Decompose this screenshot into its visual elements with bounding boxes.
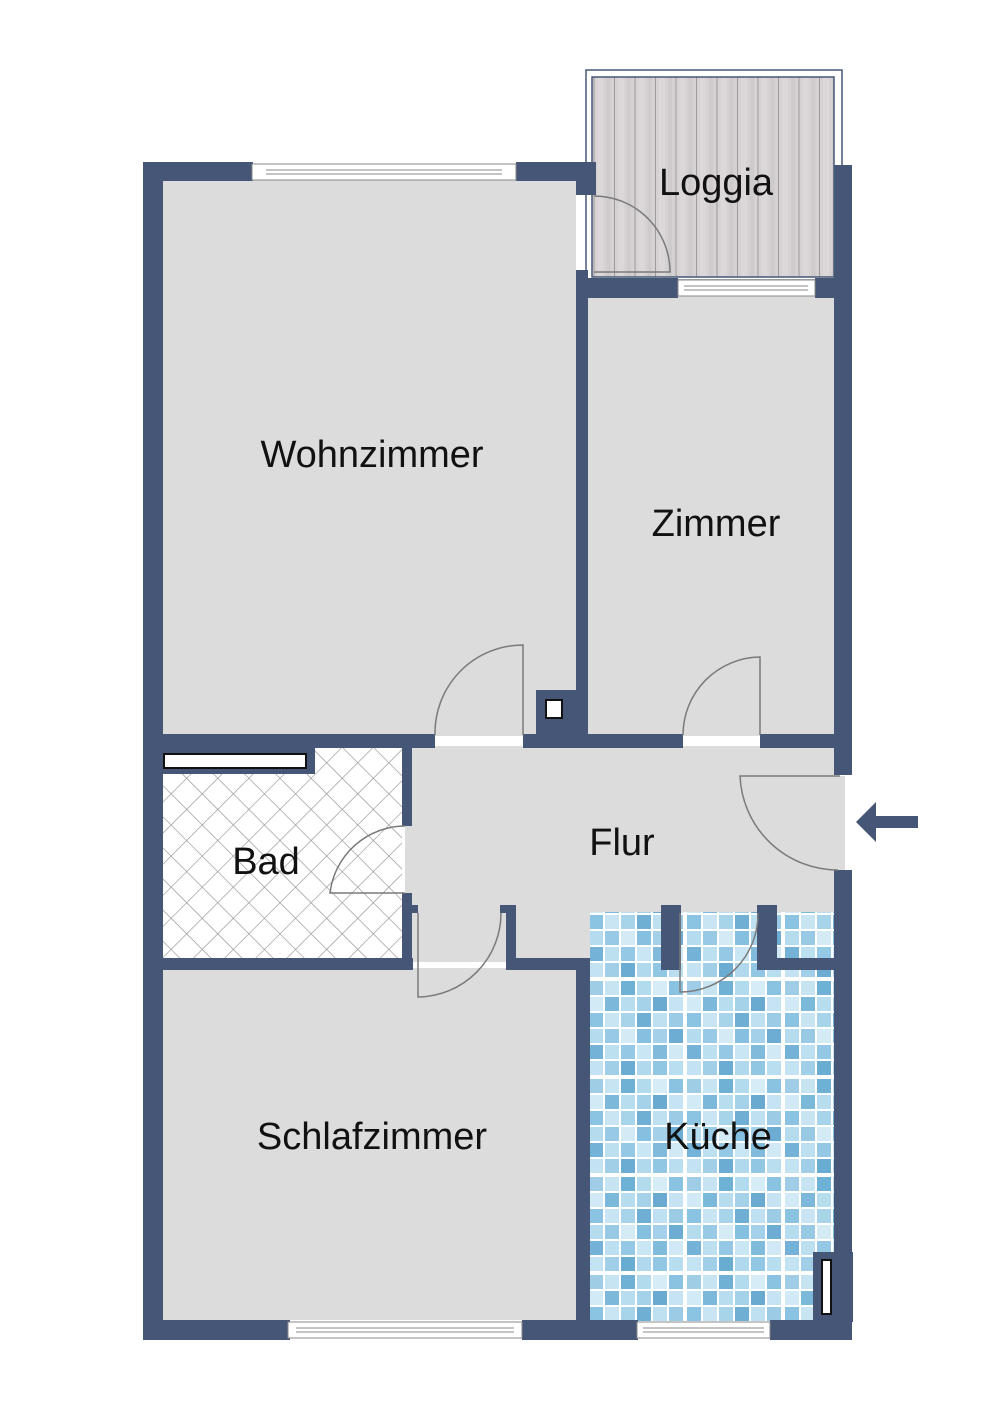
room-label-zimmer: Zimmer: [651, 503, 781, 545]
door-bad: [329, 825, 406, 894]
window-wohnzimmer: [251, 163, 517, 181]
room-floors: [162, 180, 845, 1322]
door-loggia: [593, 195, 671, 273]
kueche-vent: [821, 1259, 832, 1315]
door-wohnzimmer: [434, 644, 524, 736]
door-zimmer: [682, 656, 761, 736]
doors: [329, 195, 840, 998]
window-zimmer: [677, 279, 816, 297]
fixtures: [163, 699, 832, 1315]
room-label-loggia: Loggia: [658, 162, 774, 204]
door-entrance: [739, 775, 840, 871]
room-label-flur: Flur: [589, 822, 655, 864]
bad-shelf: [163, 753, 307, 769]
window-schlafzimmer: [287, 1321, 523, 1339]
room-label-bad: Bad: [232, 841, 300, 883]
door-kueche: [679, 912, 759, 993]
entrance-arrow-icon: [856, 802, 918, 842]
loggia-area: [585, 69, 843, 281]
window-kueche: [636, 1321, 771, 1339]
windows: [251, 163, 816, 1339]
walls: [143, 162, 853, 1340]
room-label-schlafzimmer: Schlafzimmer: [256, 1116, 488, 1158]
room-label-wohnzimmer: Wohnzimmer: [260, 434, 484, 476]
door-schlafzimmer: [417, 912, 502, 998]
chimney-vent: [545, 699, 563, 719]
room-label-kueche: Küche: [664, 1116, 772, 1158]
